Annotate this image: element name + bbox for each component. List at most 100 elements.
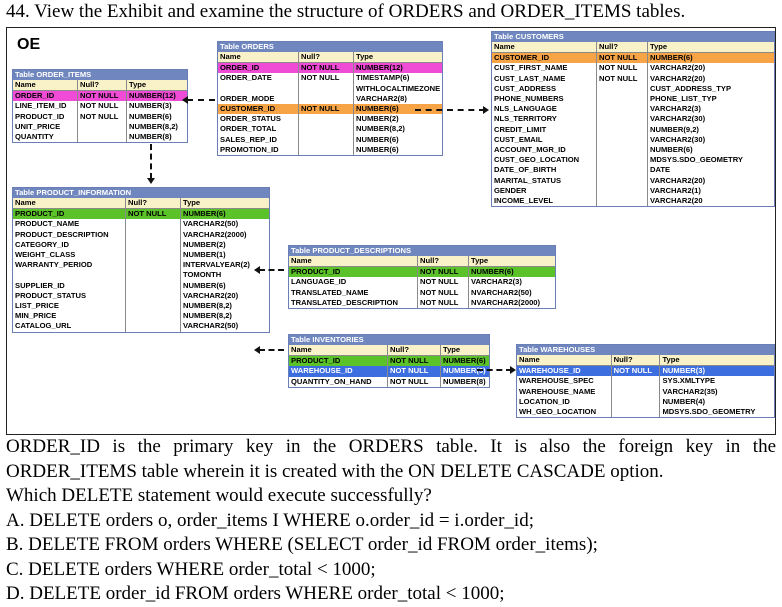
column-null	[298, 144, 354, 156]
column-type: NUMBER(6)	[440, 355, 489, 367]
column-null: NOT NULL	[417, 297, 469, 309]
column-null	[611, 386, 661, 397]
column-type: DATE	[650, 165, 671, 175]
column-type: NUMBER(6)	[356, 134, 399, 144]
column-name: QUANTITY_ON_HAND	[289, 376, 388, 387]
fk-arrow-warehouses	[510, 366, 516, 374]
column-type: NUMBER(6)	[468, 266, 555, 278]
column-header: Name	[13, 198, 126, 210]
column-type: NUMBER(8)	[443, 376, 486, 386]
column-header: Type	[353, 52, 443, 64]
column-header: Null?	[125, 198, 181, 210]
column-name: CUST_FIRST_NAME	[492, 63, 597, 74]
column-type: VARCHAR2(8)	[356, 93, 407, 103]
column-name: PRODUCT_ID	[13, 111, 78, 122]
column-type: NUMBER(6)	[650, 145, 693, 155]
column-null: NOT NULL	[611, 365, 661, 377]
column-null	[298, 124, 354, 135]
column-type: TIMESTAMP(6)	[356, 73, 410, 83]
column-null	[596, 104, 648, 115]
column-type: NUMBER(6)	[353, 104, 443, 115]
column-header: Name	[492, 42, 597, 54]
column-type: NUMBER(9,2)	[650, 124, 699, 134]
column-name: WAREHOUSE_ID	[289, 366, 388, 377]
column-null: NOT NULL	[387, 355, 441, 367]
column-name: PRODUCT_ID	[289, 266, 418, 278]
column-null: NOT NULL	[77, 111, 127, 122]
column-name: CATALOG_URL	[13, 321, 126, 332]
column-null	[596, 114, 648, 125]
column-header: Null?	[596, 42, 648, 54]
option-a[interactable]: A. DELETE orders o, order_items I WHERE …	[6, 509, 534, 531]
column-type: MDSYS.SDO_GEOMETRY	[662, 407, 756, 417]
column-type: VARCHAR2(30)	[650, 114, 706, 124]
column-name: TRANSLATED_DESCRIPTION	[289, 297, 418, 309]
option-d[interactable]: D. DELETE order_id FROM orders WHERE ord…	[6, 583, 505, 604]
column-header: Type	[440, 345, 489, 357]
column-type: NUMBER(3)	[659, 365, 774, 377]
option-c[interactable]: C. DELETE orders WHERE order_total < 100…	[6, 558, 376, 580]
column-type: VARCHAR2(50)	[183, 321, 239, 331]
fk-arrow-customers	[483, 106, 489, 114]
column-null	[125, 229, 181, 240]
column-type: NUMBER(2)	[356, 114, 399, 124]
fk-arrow-order-items	[182, 96, 188, 104]
column-name: CUSTOMER_ID	[218, 104, 299, 115]
column-header: Null?	[298, 52, 354, 64]
question-title: 44. View the Exhibit and examine the str…	[6, 1, 686, 22]
column-null	[596, 185, 648, 197]
option-b[interactable]: B. DELETE FROM orders WHERE (SELECT orde…	[6, 534, 598, 555]
table-row: WITHLOCALTIMEZONE	[218, 83, 442, 94]
column-null	[596, 175, 648, 186]
column-name: PRODUCT_STATUS	[13, 290, 126, 302]
column-name: ACCOUNT_MGR_ID	[492, 145, 597, 156]
column-type: NUMBER(6)	[180, 208, 269, 220]
column-type: PHONE_LIST_TYP	[650, 94, 717, 104]
column-null	[125, 311, 181, 322]
fk-line-orders-order-items	[187, 99, 215, 101]
column-type: NVARCHAR2(50)	[471, 287, 532, 297]
column-type: SYS.XMLTYPE	[662, 376, 716, 386]
column-type: NUMBER(6)	[356, 144, 399, 154]
column-name: NLS_LANGUAGE	[492, 104, 597, 115]
column-type: INTERVALYEAR(2)	[183, 260, 250, 270]
column-header: Name	[289, 256, 418, 268]
column-type: NUMBER(8,2)	[356, 124, 405, 134]
column-name: QUANTITY	[13, 132, 78, 143]
fk-line-inventories-warehouses	[477, 369, 512, 371]
column-type: NUMBER(3)	[129, 101, 172, 111]
schema-label: OE	[17, 36, 41, 53]
column-null: NOT NULL	[298, 62, 354, 74]
column-null	[298, 114, 354, 125]
column-null	[125, 280, 181, 291]
column-null	[125, 301, 181, 312]
column-name: WARRANTY_PERIOD	[13, 260, 126, 271]
column-null: NOT NULL	[417, 266, 469, 278]
